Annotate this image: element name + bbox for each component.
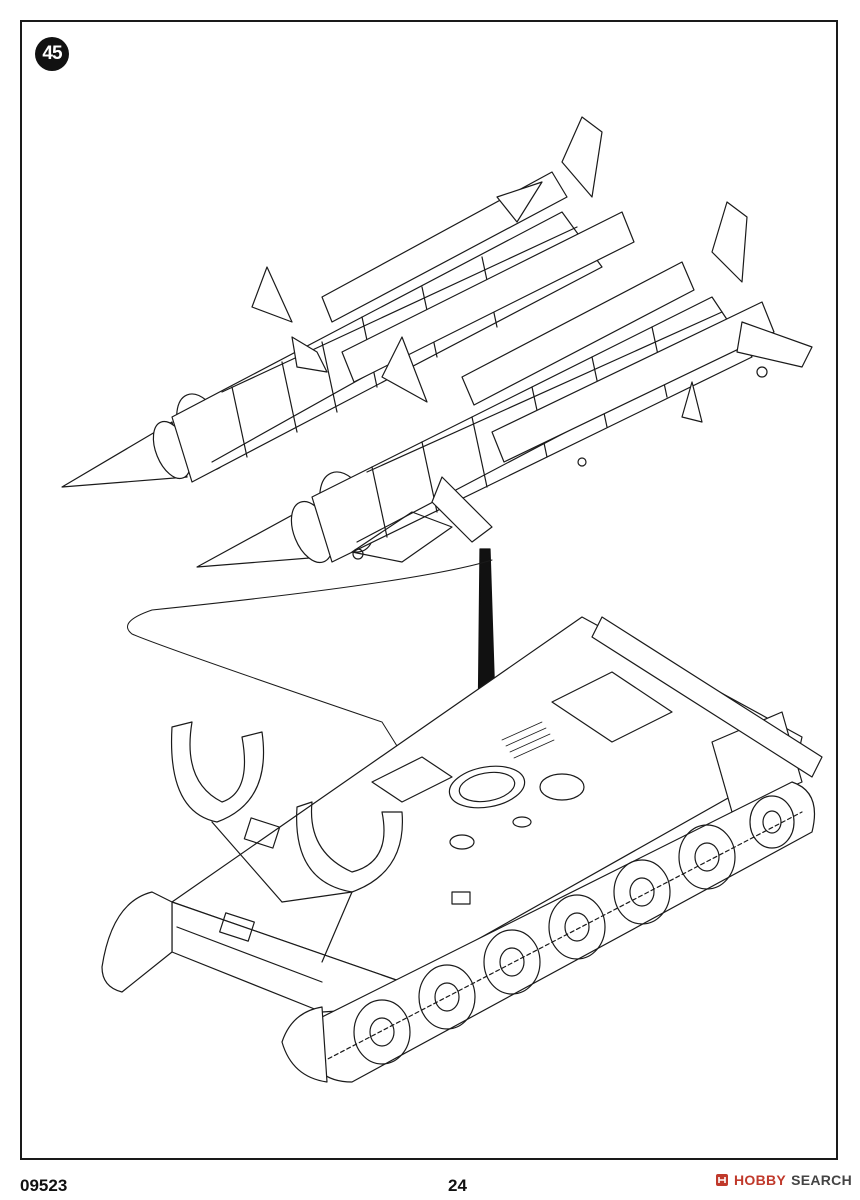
page-footer: 09523 24 HOBBY SEARCH: [0, 1166, 860, 1200]
product-code: 09523: [20, 1176, 68, 1195]
missile-upper: [61, 116, 635, 488]
missile-lower: [196, 201, 813, 568]
hobby-search-logo-icon: [716, 1174, 729, 1186]
road-wheels: [353, 795, 795, 1065]
watermark-suffix: SEARCH: [791, 1172, 852, 1188]
page-frame: [20, 20, 838, 1160]
step-number-badge: 45: [35, 37, 69, 71]
watermark: HOBBY SEARCH: [715, 1172, 852, 1188]
vehicle-tracks: [101, 781, 816, 1083]
step-number: 45: [42, 43, 62, 64]
assembly-illustration: [61, 116, 823, 1083]
watermark-brand: HOBBY: [734, 1172, 787, 1188]
guide-line: [127, 559, 493, 763]
page-number: 24: [448, 1176, 467, 1195]
